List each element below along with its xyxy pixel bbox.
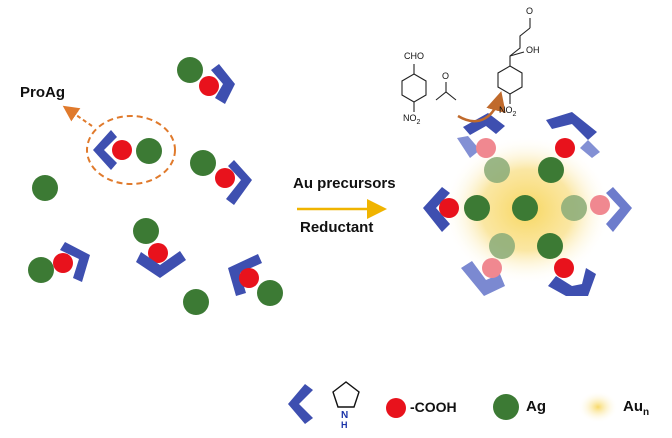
cooh-group — [215, 168, 235, 188]
proag-pointer-arrow — [62, 105, 93, 127]
legend-ag-label: Ag — [526, 398, 546, 415]
legend-cooh-dot — [386, 398, 406, 418]
product-oh-label: OH — [526, 45, 540, 55]
acetone-skeleton — [435, 91, 457, 101]
cooh-group — [53, 253, 73, 273]
ag-particle — [190, 150, 216, 176]
ag-particle — [561, 195, 587, 221]
legend-proline-chevron — [288, 384, 313, 424]
proline-chevron — [548, 268, 596, 296]
proline-chevron — [228, 254, 262, 296]
proag-unit-top — [177, 57, 235, 104]
proline-chevron — [93, 130, 117, 170]
proline-chevron — [606, 187, 632, 232]
benzene-ring — [497, 65, 523, 95]
legend-amine-h: H — [341, 420, 348, 430]
au-cluster-assembly — [423, 112, 632, 296]
ag-particle — [177, 57, 203, 83]
proag-unit-bottom-right — [228, 254, 283, 306]
ag-particle-free — [183, 289, 209, 315]
ag-particle-free — [32, 175, 58, 201]
proline-chevron — [580, 140, 600, 158]
proag-unit-highlighted — [93, 130, 162, 170]
legend-cooh-label: -COOH — [410, 399, 457, 415]
cooh-group — [554, 258, 574, 278]
aldehyde-nitro-label: NO2 — [403, 113, 421, 126]
proline-chevron — [461, 261, 505, 296]
proline-chevron — [136, 251, 186, 278]
proline-chevron — [463, 113, 505, 135]
cooh-group — [482, 258, 502, 278]
ag-particle — [538, 157, 564, 183]
arrow-label-au-precursors: Au precursors — [293, 175, 396, 192]
legend-au-label: Aun — [623, 398, 650, 418]
legend-au-glow — [578, 391, 618, 423]
proag-label: ProAg — [20, 84, 65, 101]
product-chain — [509, 27, 531, 66]
cooh-group — [590, 195, 610, 215]
proline-chevron — [226, 160, 252, 205]
cooh-group — [555, 138, 575, 158]
proline-chevron — [423, 187, 450, 232]
proline-chevron — [211, 64, 235, 104]
cooh-group — [112, 140, 132, 160]
benzene-ring — [401, 73, 427, 103]
legend-ag-dot — [493, 394, 519, 420]
proag-unit-bottom-mid — [133, 218, 186, 278]
ag-particle — [133, 218, 159, 244]
proag-unit-bottom-left — [28, 242, 90, 283]
aldehyde-cho-label: CHO — [404, 51, 424, 61]
ag-particle — [489, 233, 515, 259]
curved-reaction-arrow — [457, 91, 506, 123]
cooh-group — [476, 138, 496, 158]
cooh-group — [148, 243, 168, 263]
product-nitro-label: NO2 — [499, 105, 517, 118]
proline-chevron — [546, 112, 597, 140]
acetone-o-label: O — [442, 71, 450, 81]
ag-particle — [28, 257, 54, 283]
ag-particle — [257, 280, 283, 306]
ag-particle — [484, 157, 510, 183]
proline-chevron — [60, 242, 90, 282]
cooh-group — [199, 76, 219, 96]
cooh-group — [239, 268, 259, 288]
proag-unit-mid-right — [190, 150, 252, 205]
legend-amine-n: N — [341, 410, 349, 421]
pyrrolidine-ring-icon — [332, 381, 360, 408]
proline-chevron — [457, 136, 480, 158]
proag-cluster-left — [28, 57, 283, 315]
proag-highlight-ellipse — [86, 115, 176, 185]
ag-particle — [136, 138, 162, 164]
cooh-group — [439, 198, 459, 218]
ag-particle — [537, 233, 563, 259]
product-ketone-o-label: O — [526, 6, 534, 16]
ag-particle — [464, 195, 490, 221]
ag-particle — [512, 195, 538, 221]
legend — [288, 381, 618, 424]
aldol-reaction-scheme — [401, 18, 531, 112]
arrow-label-reductant: Reductant — [300, 219, 374, 236]
